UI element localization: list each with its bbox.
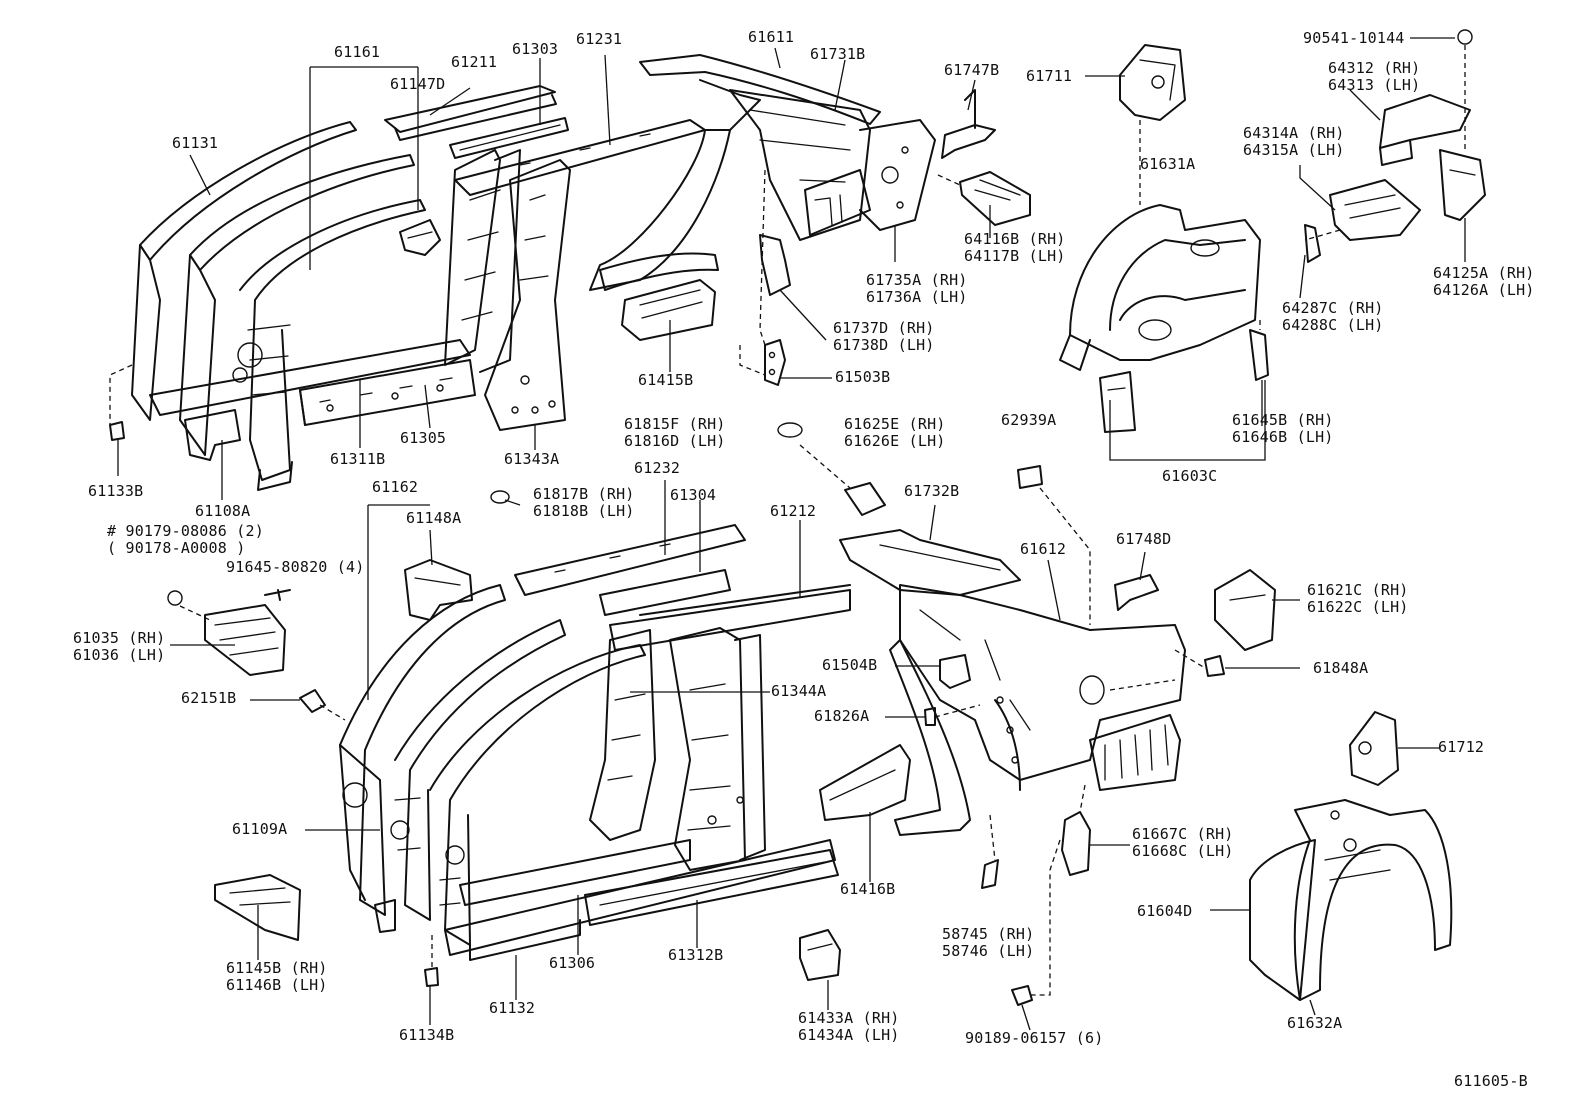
callout-61748d: 61748D [1116, 530, 1172, 548]
callout-61108a: 61108A [195, 502, 251, 520]
callout-61161: 61161 [334, 43, 381, 61]
front-pillar-lower [339, 584, 646, 946]
roof-side-rail-lower [514, 524, 851, 651]
callout-61306: 61306 [549, 954, 596, 972]
callout-90179-08086: # 90179-08086 (2)( 90178-A0008 ) [107, 522, 264, 557]
callout-61035: 61035 (RH)61036 (LH) [73, 629, 166, 664]
callout-61147d: 61147D [390, 75, 446, 93]
callout-64287c: 64287C (RH)64288C (LH) [1282, 299, 1384, 334]
callout-61212: 61212 [770, 502, 817, 520]
callout-61625e: 61625E (RH)61626E (LH) [844, 415, 946, 450]
callout-61416b: 61416B [840, 880, 896, 898]
callout-61134b: 61134B [399, 1026, 455, 1044]
callout-61312b: 61312B [668, 946, 724, 964]
callout-61711: 61711 [1026, 67, 1073, 85]
callout-61304: 61304 [670, 486, 717, 504]
callout-61311b: 61311B [330, 450, 386, 468]
callout-61109a: 61109A [232, 820, 288, 838]
front-pillar-outer-upper [131, 121, 426, 491]
callout-61603c: 61603C [1162, 467, 1218, 485]
diagram-code: 611605-B [1454, 1072, 1528, 1090]
center-pillar-upper [444, 149, 571, 431]
callout-58745: 58745 (RH)58746 (LH) [942, 925, 1035, 960]
rocker-sill-lower [444, 839, 839, 961]
callout-62151b: 62151B [181, 689, 237, 707]
lower-brackets-and-fillers [167, 422, 1276, 1006]
callout-61211: 61211 [451, 53, 498, 71]
callout-61344a: 61344A [771, 682, 827, 700]
rear-quarter-inner-upper [729, 89, 936, 241]
callout-61305: 61305 [400, 429, 447, 447]
callout-64125a: 64125A (RH)64126A (LH) [1433, 264, 1535, 299]
callout-64314a: 64314A (RH)64315A (LH) [1243, 124, 1345, 159]
callout-61712: 61712 [1438, 738, 1485, 756]
callout-61645b: 61645B (RH)61646B (LH) [1232, 411, 1334, 446]
callout-61612: 61612 [1020, 540, 1067, 558]
callout-61343a: 61343A [504, 450, 560, 468]
upper-right-brackets [1119, 29, 1486, 263]
callout-61145b: 61145B (RH)61146B (LH) [226, 959, 328, 994]
callout-61848a: 61848A [1313, 659, 1369, 677]
callout-61503b: 61503B [835, 368, 891, 386]
wheel-house-outer-upper [1059, 204, 1269, 433]
callout-61604d: 61604D [1137, 902, 1193, 920]
callout-61504b: 61504B [822, 656, 878, 674]
callout-61732b: 61732B [904, 482, 960, 500]
callout-64312: 64312 (RH)64313 (LH) [1328, 59, 1421, 94]
wheel-house-lower-right [1249, 711, 1453, 1001]
rocker-sill-upper [149, 339, 476, 426]
callout-61826a: 61826A [814, 707, 870, 725]
callout-90189-06157: 90189-06157 (6) [965, 1029, 1104, 1047]
callout-61735a: 61735A (RH)61736A (LH) [866, 271, 968, 306]
callout-61621c: 61621C (RH)61622C (LH) [1307, 581, 1409, 616]
callout-62939a: 62939A [1001, 411, 1057, 429]
callout-61303: 61303 [512, 40, 559, 58]
callout-61232: 61232 [634, 459, 681, 477]
roof-rail-and-quarter-upper [454, 54, 881, 291]
callout-61632a: 61632A [1287, 1014, 1343, 1032]
dashed-lines [109, 45, 1466, 996]
callout-61667c: 61667C (RH)61668C (LH) [1132, 825, 1234, 860]
callout-61737d: 61737D (RH)61738D (LH) [833, 319, 935, 354]
callout-61631a: 61631A [1140, 155, 1196, 173]
callout-61132: 61132 [489, 999, 536, 1017]
callout-61231: 61231 [576, 30, 623, 48]
callout-61133b: 61133B [88, 482, 144, 500]
roof-side-rail-upper [384, 85, 569, 159]
callout-61815f: 61815F (RH)61816D (LH) [624, 415, 726, 450]
callout-61148a: 61148A [406, 509, 462, 527]
callout-61747b: 61747B [944, 61, 1000, 79]
leader-lines [117, 37, 1466, 1031]
callout-61433a: 61433A (RH)61434A (LH) [798, 1009, 900, 1044]
callout-64116b: 64116B (RH)64117B (LH) [964, 230, 1066, 265]
callout-61731b: 61731B [810, 45, 866, 63]
callout-61131: 61131 [172, 134, 219, 152]
rear-quarter-panel-lower [839, 529, 1186, 836]
callout-61611: 61611 [748, 28, 795, 46]
callout-61415b: 61415B [638, 371, 694, 389]
callout-91645-80820: 91645-80820 (4) [226, 558, 365, 576]
center-pillar-lower [589, 627, 766, 871]
callout-61162: 61162 [372, 478, 419, 496]
callout-61817b: 61817B (RH)61818B (LH) [533, 485, 635, 520]
callout-90541-10144: 90541-10144 [1303, 29, 1405, 47]
